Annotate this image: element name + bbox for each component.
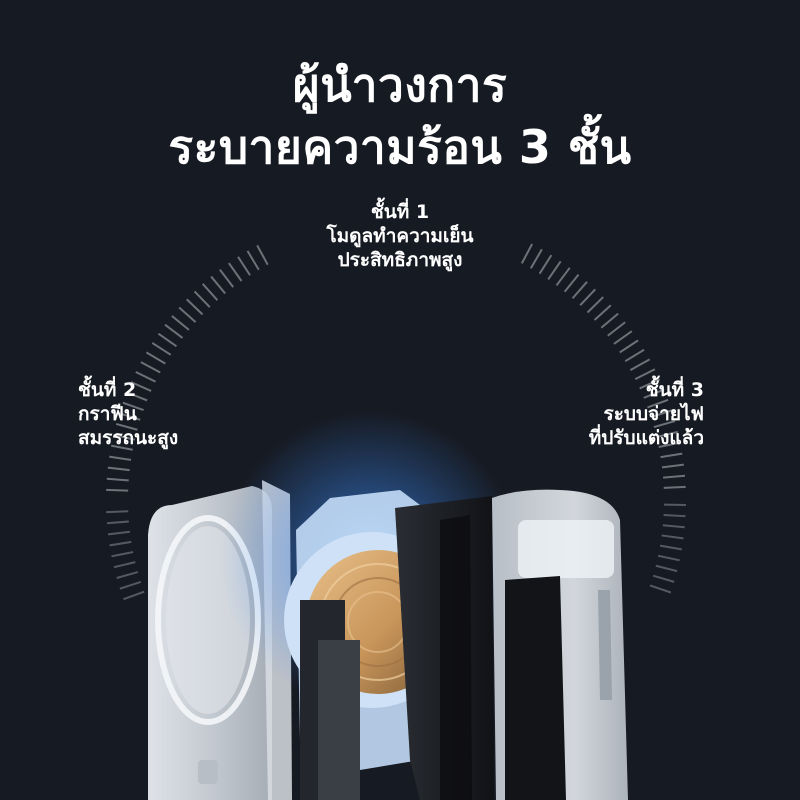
- arc-tick: [210, 275, 226, 295]
- layer-1-line-2: ประสิทธิภาพสูง: [337, 249, 463, 271]
- arc-tick: [193, 290, 211, 308]
- arc-tick: [661, 463, 684, 469]
- arc-tick: [663, 513, 686, 518]
- layer-3-label: ชั้นที่ 3 ระบบจ่ายไฟ ที่ปรับแต่งแล้ว: [589, 378, 704, 450]
- arc-tick: [164, 323, 184, 339]
- arc-tick: [118, 412, 141, 421]
- arc-tick: [538, 254, 553, 275]
- layer-2-line-2: สมรรถนะสูง: [78, 427, 179, 449]
- arc-tick: [643, 388, 665, 399]
- arc-tick: [106, 477, 129, 482]
- arc-tick: [662, 474, 686, 479]
- arc-tick: [650, 409, 673, 419]
- arc-tick: [237, 256, 251, 276]
- arc-tick: [145, 351, 166, 365]
- arc-tick: [639, 378, 661, 390]
- arc-tick: [649, 584, 672, 594]
- arc-tick: [126, 391, 148, 402]
- layer-1-label: ชั้นที่ 1 โมดูลทำความเย็น ประสิทธิภาพสูง: [250, 200, 550, 272]
- arc-tick: [157, 332, 178, 348]
- arc-tick: [219, 269, 235, 288]
- arc-tick: [520, 243, 534, 264]
- arc-tick: [106, 510, 129, 514]
- arc-tick: [655, 564, 678, 573]
- arc-tick: [151, 342, 172, 356]
- arc-tick: [113, 433, 136, 441]
- arc-tick: [657, 554, 680, 562]
- arc-tick: [624, 348, 645, 363]
- arc-tick: [130, 381, 152, 392]
- arc-tick: [171, 315, 190, 331]
- arc-tick: [563, 273, 580, 293]
- arc-tick: [652, 574, 675, 583]
- arc-tick: [113, 561, 136, 569]
- arc-tick: [660, 452, 683, 459]
- arc-tick: [201, 283, 219, 301]
- layer-3-line-1: ระบบจ่ายไฟ: [603, 403, 704, 425]
- arc-tick: [110, 444, 133, 451]
- layer-3-line-2: ที่ปรับแต่งแล้ว: [588, 427, 704, 449]
- arc-tick: [659, 544, 682, 551]
- arc-tick: [529, 248, 543, 269]
- arc-tick: [634, 368, 656, 381]
- arc-tick: [135, 371, 156, 383]
- arc-tick: [593, 304, 612, 321]
- arc-tick: [246, 250, 260, 271]
- arc-tick: [106, 520, 129, 525]
- arc-tick: [579, 288, 596, 306]
- arc-tick: [109, 540, 132, 547]
- arc-tick: [613, 330, 633, 345]
- layer-2-line-1: กราฟีน: [78, 403, 137, 425]
- arc-tick: [653, 420, 676, 428]
- arc-tick: [107, 530, 131, 536]
- right-case: [492, 489, 628, 800]
- arc-tick: [228, 262, 243, 282]
- arc-tick: [106, 488, 129, 492]
- headline-line-1: ผู้นำวงการ: [292, 58, 508, 112]
- arc-tick: [256, 244, 269, 266]
- layer-3-title: ชั้นที่ 3: [645, 379, 704, 401]
- arc-tick: [122, 401, 144, 412]
- arc-tick: [119, 580, 142, 590]
- layer-1-title: ชั้นที่ 1: [370, 201, 430, 223]
- headline-line-2: ระบายความร้อน 3 ชั้น: [168, 120, 632, 174]
- arc-tick: [619, 339, 639, 354]
- arc-tick: [647, 398, 669, 409]
- layer-2-title: ชั้นที่ 2: [78, 379, 137, 401]
- arc-tick: [123, 590, 145, 601]
- arc-tick: [607, 321, 626, 337]
- arc-tick: [111, 551, 134, 558]
- arc-tick: [663, 485, 686, 489]
- arc-tick: [115, 423, 138, 431]
- power-plate: [395, 496, 494, 800]
- arc-tick: [629, 358, 651, 371]
- tick-arc: [106, 243, 686, 601]
- arc-tick: [109, 455, 132, 461]
- arc-tick: [555, 267, 571, 287]
- arc-tick: [185, 298, 204, 316]
- arc-tick: [586, 296, 604, 314]
- arc-tick: [571, 281, 588, 300]
- layer-1-line-1: โมดูลทำความเย็น: [326, 225, 474, 247]
- arc-tick: [661, 534, 684, 540]
- arc-tick: [140, 361, 161, 374]
- arc-tick: [547, 260, 562, 280]
- arc-tick: [656, 430, 679, 438]
- arc-tick: [178, 306, 197, 323]
- arc-tick: [116, 571, 139, 579]
- arc-tick: [662, 524, 685, 529]
- arc-tick: [600, 312, 619, 329]
- layer-2-label: ชั้นที่ 2 กราฟีน สมรรถนะสูง: [78, 378, 178, 450]
- arc-tick: [107, 466, 130, 472]
- arc-tick: [658, 441, 681, 449]
